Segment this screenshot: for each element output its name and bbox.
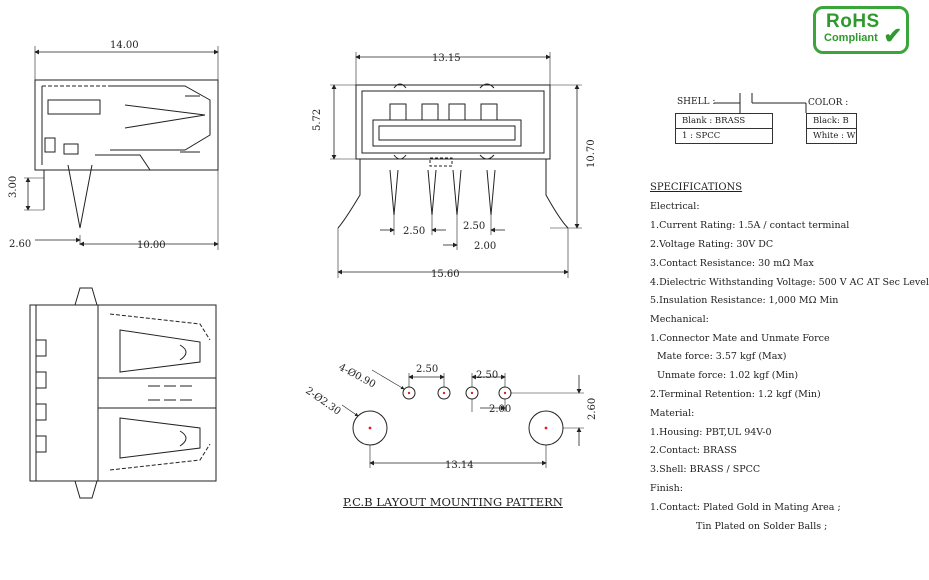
color-option: White : W — [813, 131, 856, 141]
top-view — [29, 287, 217, 499]
shell-options-table: Blank : BRASS 1 : SPCC — [675, 113, 773, 144]
spec-line: 2.Contact: BRASS — [650, 445, 737, 456]
pcb-pitch-a: 2.50 — [416, 364, 438, 375]
code-bracket — [714, 93, 807, 113]
shell-label: SHELL : — [677, 97, 716, 107]
dim-side-depth: 10.00 — [137, 240, 166, 251]
spec-line: 5.Insulation Resistance: 1,000 MΩ Min — [650, 295, 839, 306]
spec-line: Unmate force: 1.02 kgf (Min) — [657, 370, 799, 381]
spec-line: 1.Housing: PBT,UL 94V-0 — [650, 427, 772, 438]
color-label: COLOR : — [808, 98, 849, 108]
dim-pitch-a: 2.50 — [403, 226, 425, 237]
spec-line: 2.Terminal Retention: 1.2 kgf (Min) — [650, 389, 821, 400]
color-options-table: Black: B White : W — [806, 113, 857, 144]
dim-front-base: 15.60 — [431, 269, 460, 280]
spec-line: Mate force: 3.57 kgf (Max) — [657, 351, 787, 362]
front-view — [330, 52, 582, 278]
pcb-pitch-b: 2.50 — [476, 370, 498, 381]
shell-option: 1 : SPCC — [682, 131, 721, 141]
spec-line: 4.Dielectric Withstanding Voltage: 500 V… — [650, 277, 929, 288]
pcb-small-hole-label: 4-Ø0.90 — [337, 362, 378, 391]
check-icon: ✔ — [883, 23, 902, 48]
side-view — [24, 46, 219, 250]
dim-side-height: 3.00 — [8, 176, 19, 198]
spec-line: 3.Contact Resistance: 30 mΩ Max — [650, 258, 814, 269]
material-heading: Material: — [650, 408, 695, 419]
spec-line: 3.Shell: BRASS / SPCC — [650, 464, 761, 475]
rohs-logo-subtext: Compliant — [824, 32, 878, 44]
pcb-layout — [341, 369, 584, 468]
shell-option: Blank : BRASS — [676, 114, 772, 129]
pcb-pitch-c: 2.00 — [489, 404, 511, 415]
dim-pitch-c: 2.00 — [474, 241, 496, 252]
spec-line: Tin Plated on Solder Balls ; — [696, 521, 828, 532]
rohs-logo-text: RoHS — [826, 11, 880, 32]
dim-front-width: 13.15 — [432, 53, 461, 64]
color-option: Black: B — [807, 114, 856, 129]
pcb-layout-title: P.C.B LAYOUT MOUNTING PATTERN — [343, 495, 563, 509]
spec-line: 2.Voltage Rating: 30V DC — [650, 239, 774, 250]
spec-line: 1.Contact: Plated Gold in Mating Area ; — [650, 502, 841, 513]
spec-line: 1.Current Rating: 1.5A / contact termina… — [650, 220, 850, 231]
dim-front-height: 5.72 — [312, 109, 323, 131]
pcb-large-hole-label: 2-Ø2.30 — [303, 385, 342, 417]
electrical-heading: Electrical: — [650, 201, 700, 212]
dim-side-width: 14.00 — [110, 40, 139, 51]
pcb-row-offset: 2.60 — [587, 398, 598, 420]
dim-side-offset: 2.60 — [9, 239, 31, 250]
mechanical-heading: Mechanical: — [650, 314, 709, 325]
finish-heading: Finish: — [650, 483, 683, 494]
specifications-title: SPECIFICATIONS — [650, 182, 743, 193]
rohs-compliant-logo: RoHS Compliant ✔ — [813, 6, 909, 54]
dim-front-total-height: 10.70 — [586, 139, 597, 168]
pcb-span: 13.14 — [445, 460, 474, 471]
spec-line: 1.Connector Mate and Unmate Force — [650, 333, 830, 344]
dim-pitch-b: 2.50 — [463, 221, 485, 232]
